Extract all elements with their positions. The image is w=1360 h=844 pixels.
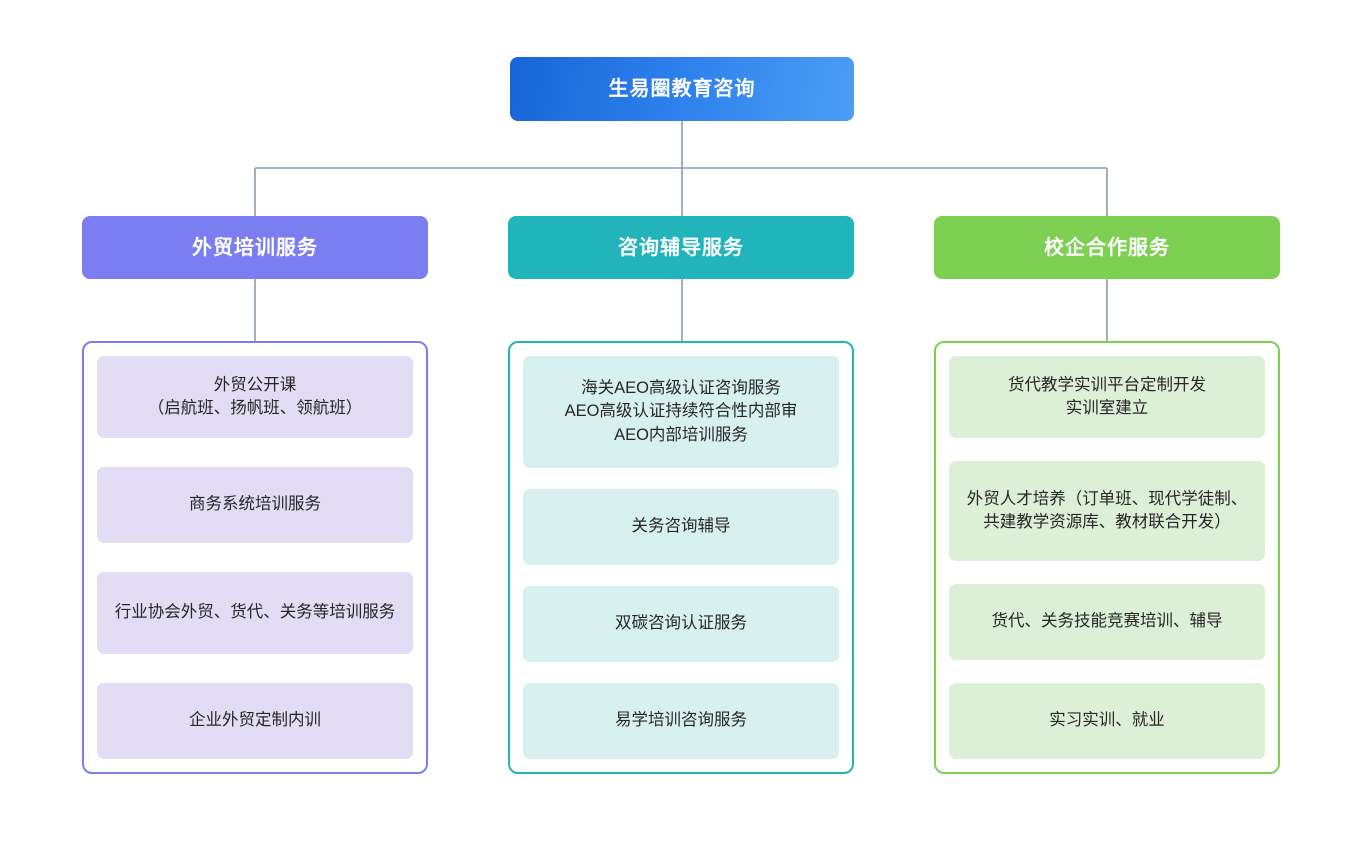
branch-body-consulting: 海关AEO高级认证咨询服务 AEO高级认证持续符合性内部审 AEO内部培训服务 …	[508, 341, 854, 774]
leaf-item[interactable]: 外贸公开课 （启航班、扬帆班、领航班）	[97, 356, 413, 438]
root-node[interactable]: 生易圈教育咨询	[510, 57, 854, 121]
leaf-item[interactable]: 商务系统培训服务	[97, 467, 413, 543]
leaf-item[interactable]: 货代、关务技能竞赛培训、辅导	[949, 584, 1265, 660]
branch-column-school-enterprise: 校企合作服务 货代教学实训平台定制开发 实训室建立 外贸人才培养（订单班、现代学…	[934, 216, 1280, 774]
branch-body-training: 外贸公开课 （启航班、扬帆班、领航班） 商务系统培训服务 行业协会外贸、货代、关…	[82, 341, 428, 774]
branch-column-training: 外贸培训服务 外贸公开课 （启航班、扬帆班、领航班） 商务系统培训服务 行业协会…	[82, 216, 428, 774]
leaf-item[interactable]: 外贸人才培养（订单班、现代学徒制、共建教学资源库、教材联合开发）	[949, 461, 1265, 561]
branch-body-school-enterprise: 货代教学实训平台定制开发 实训室建立 外贸人才培养（订单班、现代学徒制、共建教学…	[934, 341, 1280, 774]
branch-header-consulting[interactable]: 咨询辅导服务	[508, 216, 854, 279]
leaf-item[interactable]: 货代教学实训平台定制开发 实训室建立	[949, 356, 1265, 438]
branch-header-label: 外贸培训服务	[192, 236, 318, 259]
leaf-item[interactable]: 行业协会外贸、货代、关务等培训服务	[97, 572, 413, 654]
leaf-item[interactable]: 海关AEO高级认证咨询服务 AEO高级认证持续符合性内部审 AEO内部培训服务	[523, 356, 839, 468]
root-node-label: 生易圈教育咨询	[608, 78, 756, 100]
leaf-item[interactable]: 双碳咨询认证服务	[523, 586, 839, 662]
branch-column-consulting: 咨询辅导服务 海关AEO高级认证咨询服务 AEO高级认证持续符合性内部审 AEO…	[508, 216, 854, 774]
leaf-item[interactable]: 企业外贸定制内训	[97, 683, 413, 759]
leaf-item[interactable]: 关务咨询辅导	[523, 489, 839, 565]
branch-header-school-enterprise[interactable]: 校企合作服务	[934, 216, 1280, 279]
branch-header-label: 校企合作服务	[1044, 236, 1170, 259]
branch-header-label: 咨询辅导服务	[618, 236, 744, 259]
leaf-item[interactable]: 易学培训咨询服务	[523, 683, 839, 759]
branch-header-training[interactable]: 外贸培训服务	[82, 216, 428, 279]
leaf-item[interactable]: 实习实训、就业	[949, 683, 1265, 759]
